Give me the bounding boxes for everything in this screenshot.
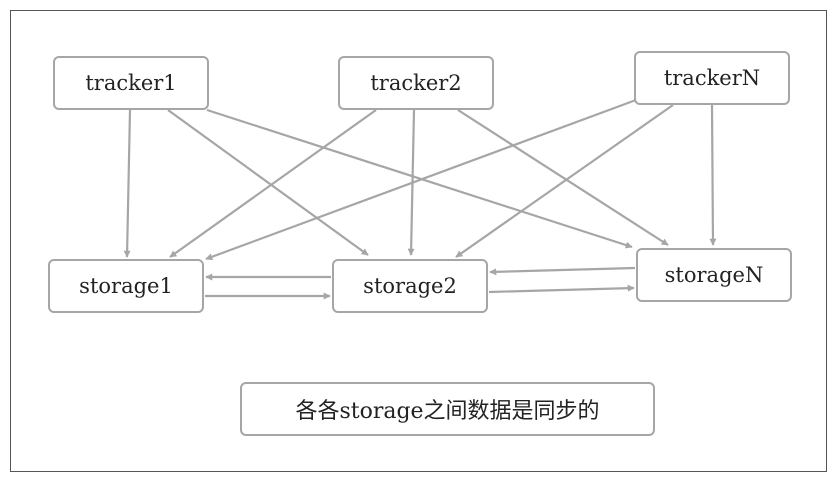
arrow-storageN-to-storage2 bbox=[489, 266, 636, 276]
arrow-trackerN-to-storageN bbox=[709, 104, 717, 246]
storage1-node: storage1 bbox=[48, 259, 204, 313]
arrow-tracker2-to-storage1 bbox=[169, 109, 377, 258]
arrow-tracker1-to-storage2 bbox=[167, 109, 369, 256]
storageN-node: storageN bbox=[636, 248, 792, 302]
trackerN-node: trackerN bbox=[634, 51, 790, 105]
arrow-tracker1-to-storageN bbox=[206, 108, 633, 249]
arrow-tracker1-to-storage1 bbox=[123, 109, 132, 258]
arrow-tracker2-to-storageN bbox=[457, 109, 669, 246]
arrow-trackerN-to-storage2 bbox=[455, 104, 674, 258]
storage2-node: storage2 bbox=[332, 259, 488, 313]
sync-note-box: 各各storage之间数据是同步的 bbox=[240, 382, 655, 436]
arrow-trackerN-to-storage1 bbox=[205, 98, 637, 261]
tracker2-node: tracker2 bbox=[338, 56, 494, 110]
tracker1-node: tracker1 bbox=[53, 56, 209, 110]
arrow-storage2-to-storageN bbox=[488, 284, 635, 294]
